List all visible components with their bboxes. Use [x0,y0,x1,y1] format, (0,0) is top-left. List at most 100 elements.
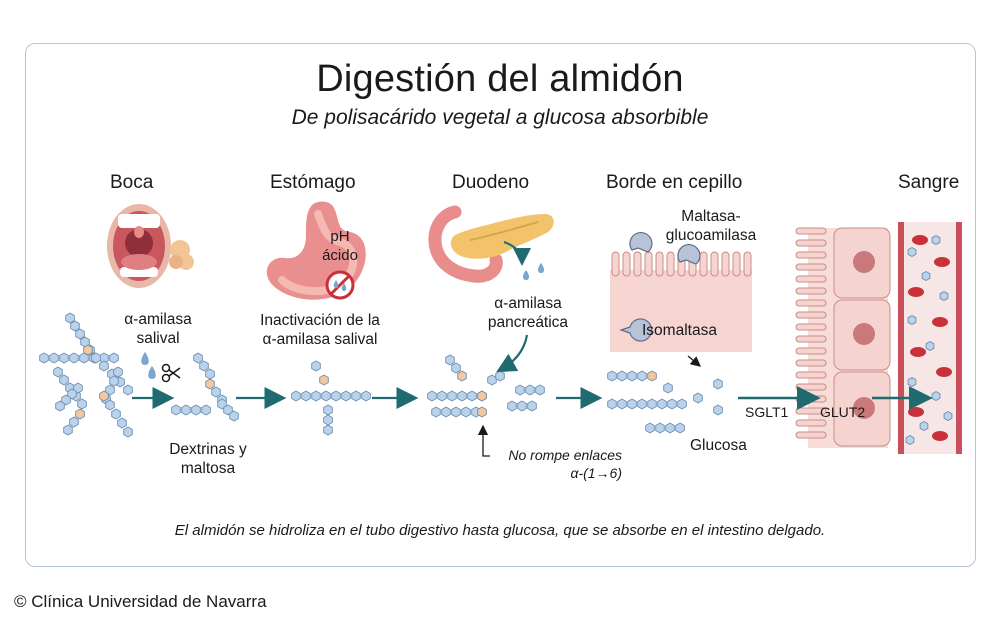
glucose-unit [229,410,239,422]
glucose-unit [677,398,687,410]
label-salivary-amylase: α-amilasa salival [124,311,192,347]
glucose-unit [507,400,517,412]
glucose-unit [645,422,655,434]
glucose-unit [69,416,79,428]
glucose-unit [441,406,451,418]
glucose-unit [59,374,69,386]
glucose-unit [607,370,617,382]
glucose-unit [713,378,723,390]
blood-vessel-illustration [898,222,962,454]
glucose-unit [451,362,461,374]
glucose-unit [63,424,73,436]
glucose-unit [79,352,89,364]
glucose-unit [201,404,211,416]
glucose-unit [931,390,941,402]
label-maltase: Maltasa- glucoamilasa [665,208,757,244]
glucose-unit [361,390,371,402]
glucose-unit [39,352,49,364]
scissors-icon [161,363,181,383]
glucose-unit [311,390,321,402]
glucose-unit [181,404,191,416]
label-ph-acid: pH ácido [322,228,358,264]
glucose-unit [75,408,85,420]
glucose-unit [191,404,201,416]
glucose-unit [109,375,119,387]
glucose-unit [323,414,333,426]
glucose-unit [217,398,227,410]
pancreas-illustration [428,205,554,283]
glucose-unit [925,340,935,352]
glucose-unit [65,312,75,324]
label-glucose: Glucosa [690,437,747,454]
glucose-unit [319,374,329,386]
glucose-unit [223,404,233,416]
glucose-unit [105,384,115,396]
arrow-pancreatic-amylase [496,334,529,373]
glucose-unit [637,398,647,410]
glucose-unit [205,368,215,380]
glucose-unit [907,376,917,388]
glucose-unit [487,374,497,386]
glucose-unit [437,390,447,402]
stage-brush-border: Borde en cepillo [606,172,743,193]
stage-mouth: Boca [110,172,154,193]
glucose-unit [457,370,467,382]
glucose-unit [427,390,437,402]
label-glut2: GLUT2 [820,404,866,420]
glucose-unit [331,390,341,402]
glucose-unit [477,406,487,418]
stomach-illustration [266,201,366,300]
stage-duodenum: Duodeno [452,172,530,193]
glucose-unit [527,400,537,412]
glucose-unit [113,366,123,378]
glucose-unit [99,360,109,372]
glucose-unit [61,394,71,406]
glucose-unit [627,398,637,410]
label-no-break: No rompe enlaces α-(1→6) [508,447,622,481]
glucose-unit [467,390,477,402]
glucose-unit [83,344,93,356]
label-pancreatic-amylase: α-amilasa pancreática [487,295,569,331]
glucose-unit [193,352,203,364]
label-sglt1: SGLT1 [745,404,789,420]
glucose-unit [99,390,109,402]
glucose-unit [535,384,545,396]
blood-glucose-group [905,234,953,446]
glucose-unit [351,390,361,402]
glucose-unit [211,386,221,398]
starch-chains [39,312,723,438]
glucose-unit [117,417,127,429]
glucose-unit [517,400,527,412]
label-dextrins: Dextrinas y maltosa [169,441,247,477]
glucose-unit [515,384,525,396]
glucose-unit [311,360,321,372]
glucose-unit [67,388,77,400]
glucose-unit [665,422,675,434]
glucose-unit [617,398,627,410]
glucose-unit [905,434,915,446]
glucose-unit [91,352,101,364]
page-subtitle: De polisacárido vegetal a glucosa absorb… [291,106,709,129]
glucose-unit [171,404,181,416]
glucose-unit [70,320,80,332]
mouth-illustration [107,204,194,288]
glucose-unit [655,422,665,434]
saliva-droplet-icon [141,352,156,379]
glucose-unit [301,390,311,402]
glucose-unit [451,406,461,418]
stage-stomach: Estómago [270,172,356,193]
glucose-unit [431,406,441,418]
glucose-unit [105,399,115,411]
glucose-unit [205,378,215,390]
stage-blood: Sangre [898,172,960,193]
glucose-unit [55,400,65,412]
glucose-unit [109,352,119,364]
glucose-unit [321,390,331,402]
glucose-unit [111,408,121,420]
glucose-unit [59,352,69,364]
glucose-unit [627,370,637,382]
glucose-unit [447,390,457,402]
glucose-unit [943,410,953,422]
label-isomaltase: Isomaltasa [642,322,717,339]
